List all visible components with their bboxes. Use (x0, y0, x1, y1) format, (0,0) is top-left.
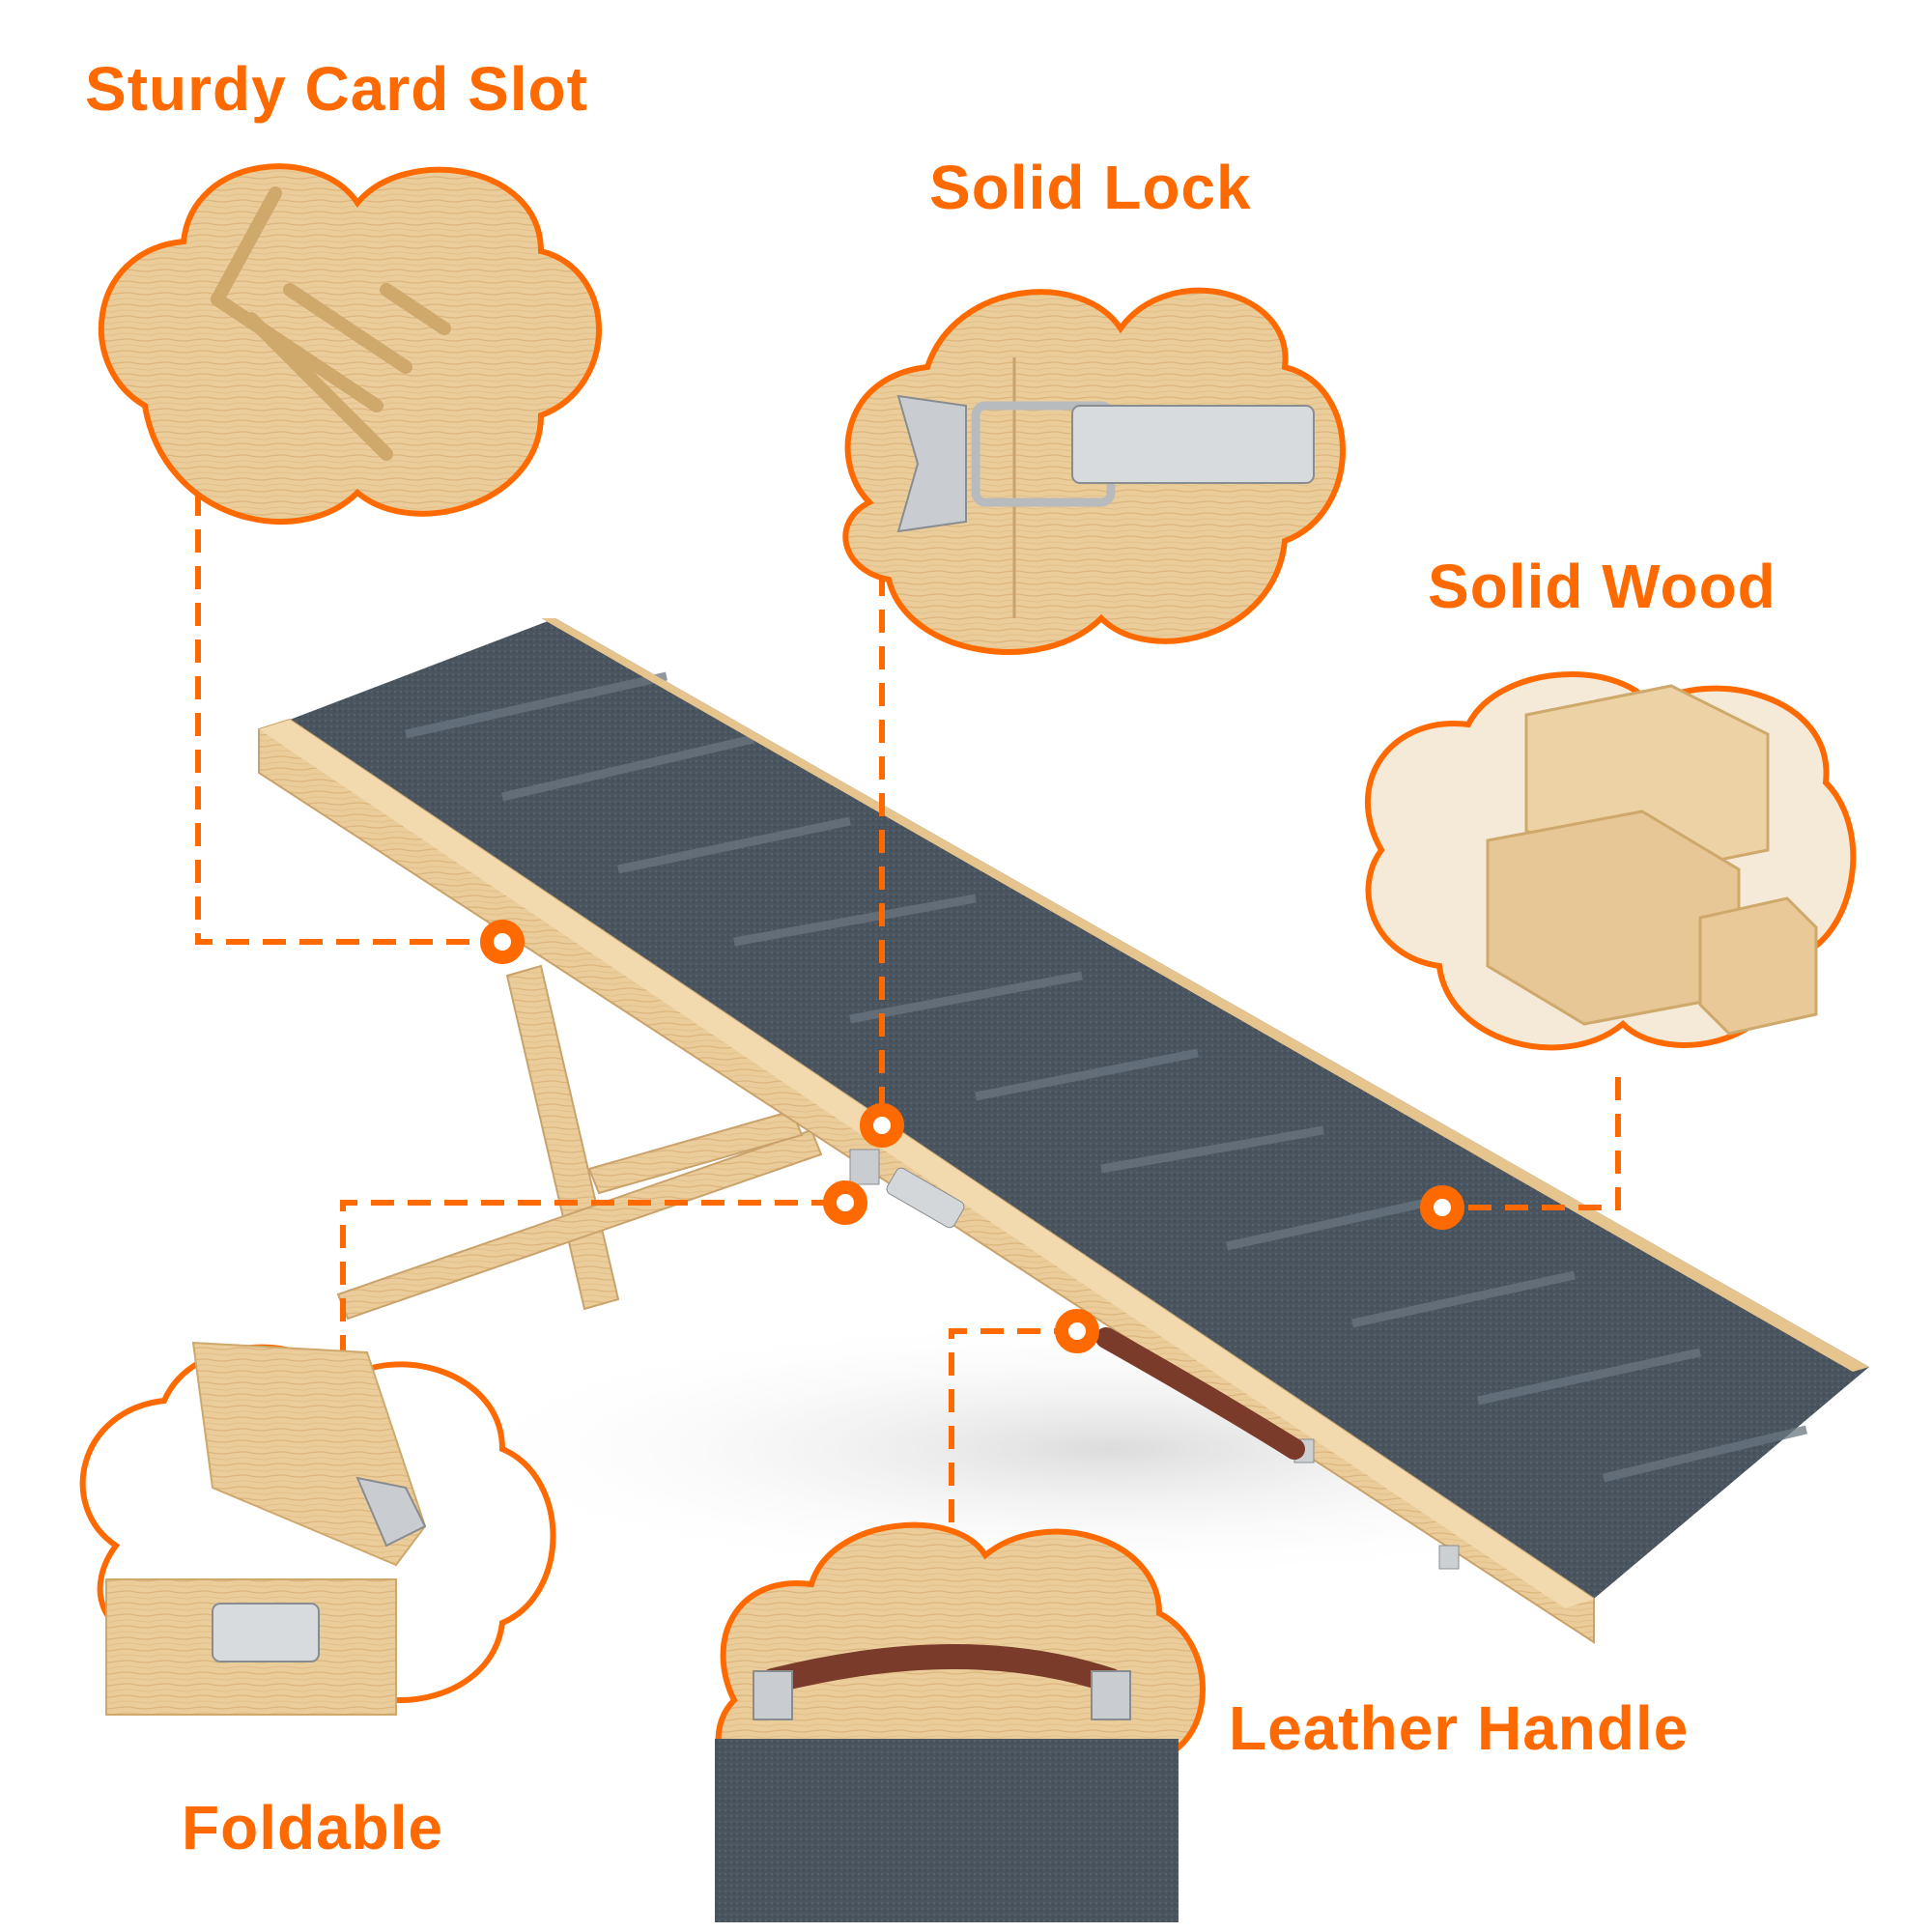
callout-dot-foldable (823, 1180, 867, 1225)
cloud-foldable (79, 1341, 556, 1716)
leather-strap-icon (760, 1644, 1123, 1693)
cloud-lock (842, 287, 1346, 655)
callout-dot-lock (860, 1103, 904, 1148)
cloud-wood (1364, 670, 1857, 1051)
ramp-legs (336, 964, 823, 1321)
callout-dot-handle (1055, 1309, 1099, 1353)
latch-icon (849, 1149, 880, 1185)
ramp-body (258, 618, 1869, 1644)
cloud-card-slot (98, 163, 602, 525)
feature-title-lock: Solid Lock (929, 153, 1252, 222)
callout-dot-wood (1420, 1185, 1464, 1230)
feature-title-handle: Leather Handle (1229, 1693, 1690, 1763)
cloud-handle (715, 1521, 1206, 1922)
callout-dot-card-slot (480, 920, 525, 964)
feature-title-foldable: Foldable (182, 1793, 444, 1862)
feature-title-wood: Solid Wood (1428, 552, 1776, 621)
handle-icon (1095, 1327, 1305, 1460)
latch-lever-icon (1071, 405, 1315, 484)
foldable-latch-icon (212, 1603, 320, 1662)
lock-plate-icon (896, 394, 967, 533)
callout-dots (480, 920, 1464, 1353)
feature-title-card-slot: Sturdy Card Slot (85, 54, 588, 124)
